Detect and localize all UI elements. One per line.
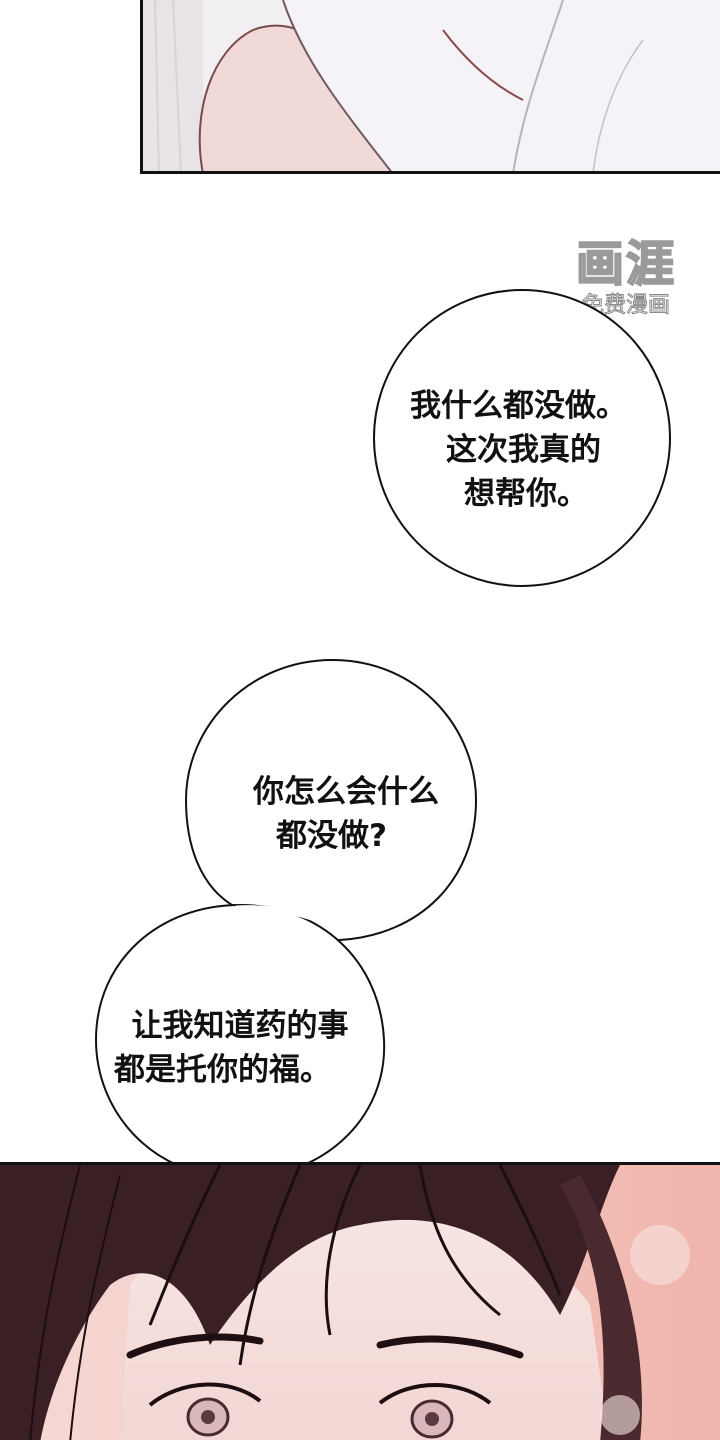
- top-comic-panel: [140, 0, 720, 174]
- watermark-logo: 画涯: [575, 235, 676, 293]
- bubble-line: 你怎么会什么: [253, 774, 439, 810]
- speech-bubble-first: [373, 289, 671, 587]
- bubble-line: 都是托你的福。: [114, 1052, 331, 1088]
- speech-bubble-second-text: 你怎么会什么 都没做?: [216, 770, 476, 858]
- bubble-line: 让我知道药的事: [131, 1008, 349, 1044]
- bottom-comic-panel: [0, 1162, 720, 1440]
- bubble-line: 都没做?: [276, 818, 387, 854]
- bubble-line: 想帮你。: [464, 476, 588, 512]
- bubble-line: 这次我真的: [446, 432, 601, 468]
- bubble-line: 我什么都没做。: [410, 388, 627, 424]
- speech-bubble-third-text: 让我知道药的事 都是托你的福。: [104, 1004, 376, 1092]
- panel-artwork-bottom: [0, 1165, 720, 1440]
- speech-bubble-first-text: 我什么都没做。 这次我真的 想帮你。: [392, 384, 662, 516]
- panel-artwork-top: [143, 0, 720, 171]
- watermark: 画涯 免费漫画: [560, 235, 692, 320]
